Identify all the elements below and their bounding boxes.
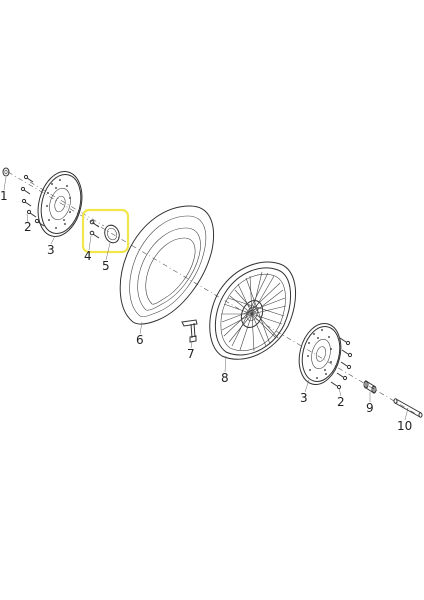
callout-7: 7 xyxy=(187,347,195,361)
callout-3b: 3 xyxy=(300,391,308,405)
part-spacer-bolts xyxy=(89,219,100,239)
part-tire-valve xyxy=(181,319,198,343)
part-axle-nut xyxy=(2,167,10,177)
callout-2b: 2 xyxy=(337,395,345,409)
callout-6: 6 xyxy=(136,333,144,347)
leader-lines xyxy=(3,176,409,421)
callout-5: 5 xyxy=(102,259,110,273)
callout-10: 10 xyxy=(397,419,412,433)
callout-1: 1 xyxy=(0,189,8,203)
part-disc-bolts-right xyxy=(330,337,353,390)
part-brake-disc-right xyxy=(298,323,342,385)
part-spoked-rim xyxy=(209,261,297,360)
part-disc-bolts-left xyxy=(20,174,45,227)
part-spacer-collar xyxy=(363,380,377,394)
callout-3a: 3 xyxy=(47,243,55,257)
part-tire xyxy=(119,205,215,325)
callout-2a: 2 xyxy=(24,220,32,234)
callout-9: 9 xyxy=(366,401,374,415)
part-brake-disc-left xyxy=(37,171,83,237)
bolt-axis-left xyxy=(29,181,105,227)
highlight-box xyxy=(81,208,130,254)
part-seal-ring xyxy=(104,224,120,244)
callout-4: 4 xyxy=(84,249,92,263)
callout-8: 8 xyxy=(221,371,229,385)
